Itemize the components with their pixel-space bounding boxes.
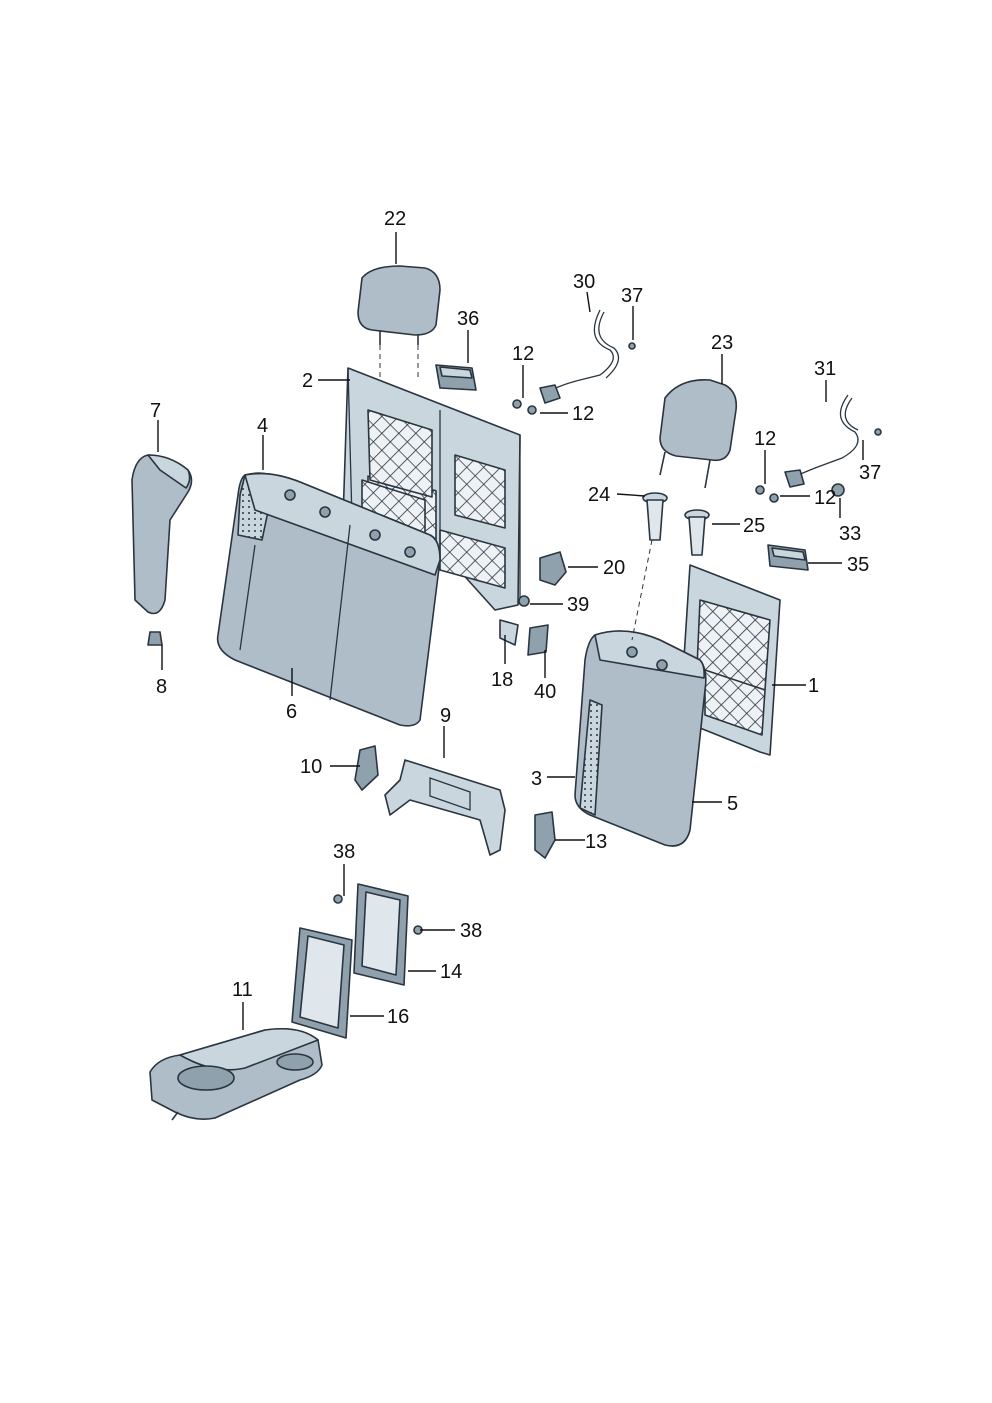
callout-16: 16 xyxy=(387,1006,409,1028)
hinge-bracket-9 xyxy=(384,759,506,856)
headrest-guide-25 xyxy=(684,509,710,556)
pass-through-frame-14 xyxy=(353,883,409,986)
callout-8: 8 xyxy=(156,676,167,698)
callout-39: 39 xyxy=(567,594,589,616)
backrest-frame-small xyxy=(679,564,781,756)
callout-38b: 38 xyxy=(460,920,482,942)
callout-6: 6 xyxy=(286,701,297,723)
hinge-part-10 xyxy=(354,745,379,791)
release-button-36 xyxy=(435,364,477,391)
callout-labels: 1 2 3 4 5 6 7 8 9 10 11 12 12 12 12 13 1… xyxy=(150,208,881,1028)
callout-40: 40 xyxy=(534,681,556,703)
callout-36: 36 xyxy=(457,308,479,330)
side-bolster xyxy=(131,454,193,646)
bracket-18 xyxy=(499,619,519,646)
callout-11: 11 xyxy=(232,979,253,1001)
callout-12d: 12 xyxy=(814,487,836,509)
callout-30: 30 xyxy=(573,271,595,293)
callout-35: 35 xyxy=(847,554,869,576)
callout-24: 24 xyxy=(588,484,610,506)
callout-23: 23 xyxy=(711,332,733,354)
latch-20 xyxy=(539,551,567,586)
callout-5: 5 xyxy=(727,793,738,815)
backrest-frame-large xyxy=(342,367,521,611)
callout-12a: 12 xyxy=(512,343,534,365)
callout-12b: 12 xyxy=(572,403,594,425)
backrest-cushion-small xyxy=(574,630,707,847)
callout-13: 13 xyxy=(585,831,607,853)
callout-4: 4 xyxy=(257,415,268,437)
release-button-35 xyxy=(767,544,809,571)
callout-7: 7 xyxy=(150,400,161,422)
headrest-large xyxy=(357,265,441,380)
callout-37b: 37 xyxy=(859,462,881,484)
callout-18: 18 xyxy=(491,669,513,691)
callout-22: 22 xyxy=(384,208,406,230)
callout-2: 2 xyxy=(302,370,313,392)
callout-12c: 12 xyxy=(754,428,776,450)
headrest-guide-24 xyxy=(631,492,668,641)
callout-25: 25 xyxy=(743,515,765,537)
pass-through-frame-16 xyxy=(291,927,353,1039)
backrest-cushion-large xyxy=(216,472,441,727)
callout-1: 1 xyxy=(808,675,819,697)
leader-lines xyxy=(157,232,864,1030)
callout-38a: 38 xyxy=(333,841,355,863)
hinge-part-13 xyxy=(534,811,556,859)
bracket-40 xyxy=(527,624,549,656)
callout-10: 10 xyxy=(300,756,322,778)
cable-31 xyxy=(784,394,882,488)
armrest-11 xyxy=(149,1027,323,1121)
callout-33: 33 xyxy=(839,523,861,545)
cable-30 xyxy=(539,309,636,404)
callout-14: 14 xyxy=(440,961,462,983)
callout-31: 31 xyxy=(814,358,836,380)
callout-3: 3 xyxy=(531,768,542,790)
callout-37a: 37 xyxy=(621,285,643,307)
headrest-small xyxy=(659,379,738,489)
callout-9: 9 xyxy=(440,705,451,727)
callout-20: 20 xyxy=(603,557,625,579)
